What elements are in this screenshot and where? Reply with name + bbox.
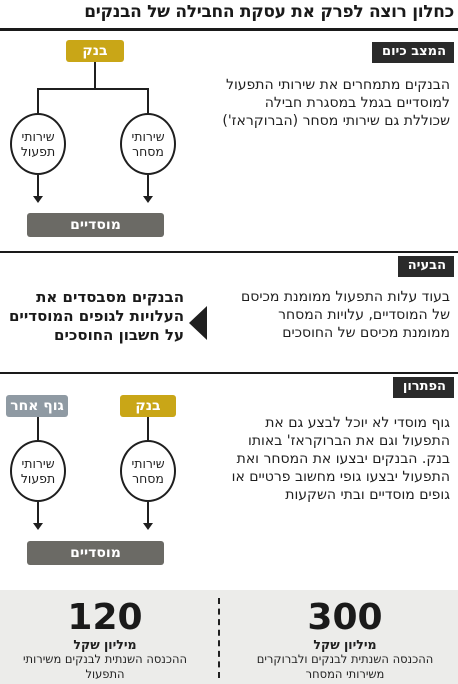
institutionals-box: מוסדיים (27, 541, 164, 565)
section-tag-problem: הבעיה (397, 256, 454, 277)
operations-services-bubble: שירותי תפעול (10, 440, 66, 502)
stats-panel (0, 590, 458, 684)
section-tag-current: המצב כיום (372, 42, 454, 63)
arrow-left-icon (189, 306, 207, 340)
bank-box: בנק (66, 40, 124, 62)
section-tag-solution: הפתרון (392, 377, 454, 398)
stats-divider (218, 598, 220, 678)
trading-services-bubble: שירותי מסחר (120, 440, 176, 502)
connector-line (147, 502, 149, 524)
solution-description: גוף מוסדי לא יוכל לבצע גם את התפעול וגם … (231, 415, 450, 503)
operations-income-label: ההכנסה השנתית לבנקים משירותי התפעול (22, 652, 188, 681)
section-divider (0, 251, 458, 253)
operations-services-bubble: שירותי תפעול (10, 113, 66, 175)
connector-line (37, 417, 39, 441)
connector-line (147, 88, 149, 114)
connector-line (147, 175, 149, 197)
bank-box: בנק (120, 395, 176, 417)
connector-line (147, 417, 149, 441)
operations-income-unit: מיליון שקל (73, 637, 137, 652)
arrow-down-icon (33, 523, 43, 530)
operations-income-value: 120 (67, 597, 143, 638)
trading-income-value: 300 (307, 597, 383, 638)
current-description: הבנקים מתמחרים את שירותי התפעול למוסדיים… (222, 77, 450, 129)
connector-line (37, 175, 39, 197)
connector-line (37, 88, 39, 114)
trading-services-bubble: שירותי מסחר (120, 113, 176, 175)
connector-line (37, 502, 39, 524)
title-divider (0, 28, 458, 31)
arrow-down-icon (143, 196, 153, 203)
arrow-down-icon (33, 196, 43, 203)
institutionals-box: מוסדיים (27, 213, 164, 237)
connector-line (94, 62, 96, 88)
other-entity-box: גוף אחר (6, 395, 68, 417)
section-divider (0, 372, 458, 374)
arrow-down-icon (143, 523, 153, 530)
trading-income-label: ההכנסה השנתית לבנקים ולברוקרים משירותי ה… (256, 652, 434, 681)
problem-result: הבנקים מסבסדים את העלויות לגופים המוסדיי… (8, 288, 184, 344)
trading-income-unit: מיליון שקל (313, 637, 377, 652)
problem-description: בעוד עלות התפעול ממומנת מכיסם של המוסדיי… (240, 289, 450, 341)
page-title: כחלון רוצה לפרק את עסקת החבילה של הבנקים (84, 2, 454, 22)
connector-line (37, 88, 149, 90)
